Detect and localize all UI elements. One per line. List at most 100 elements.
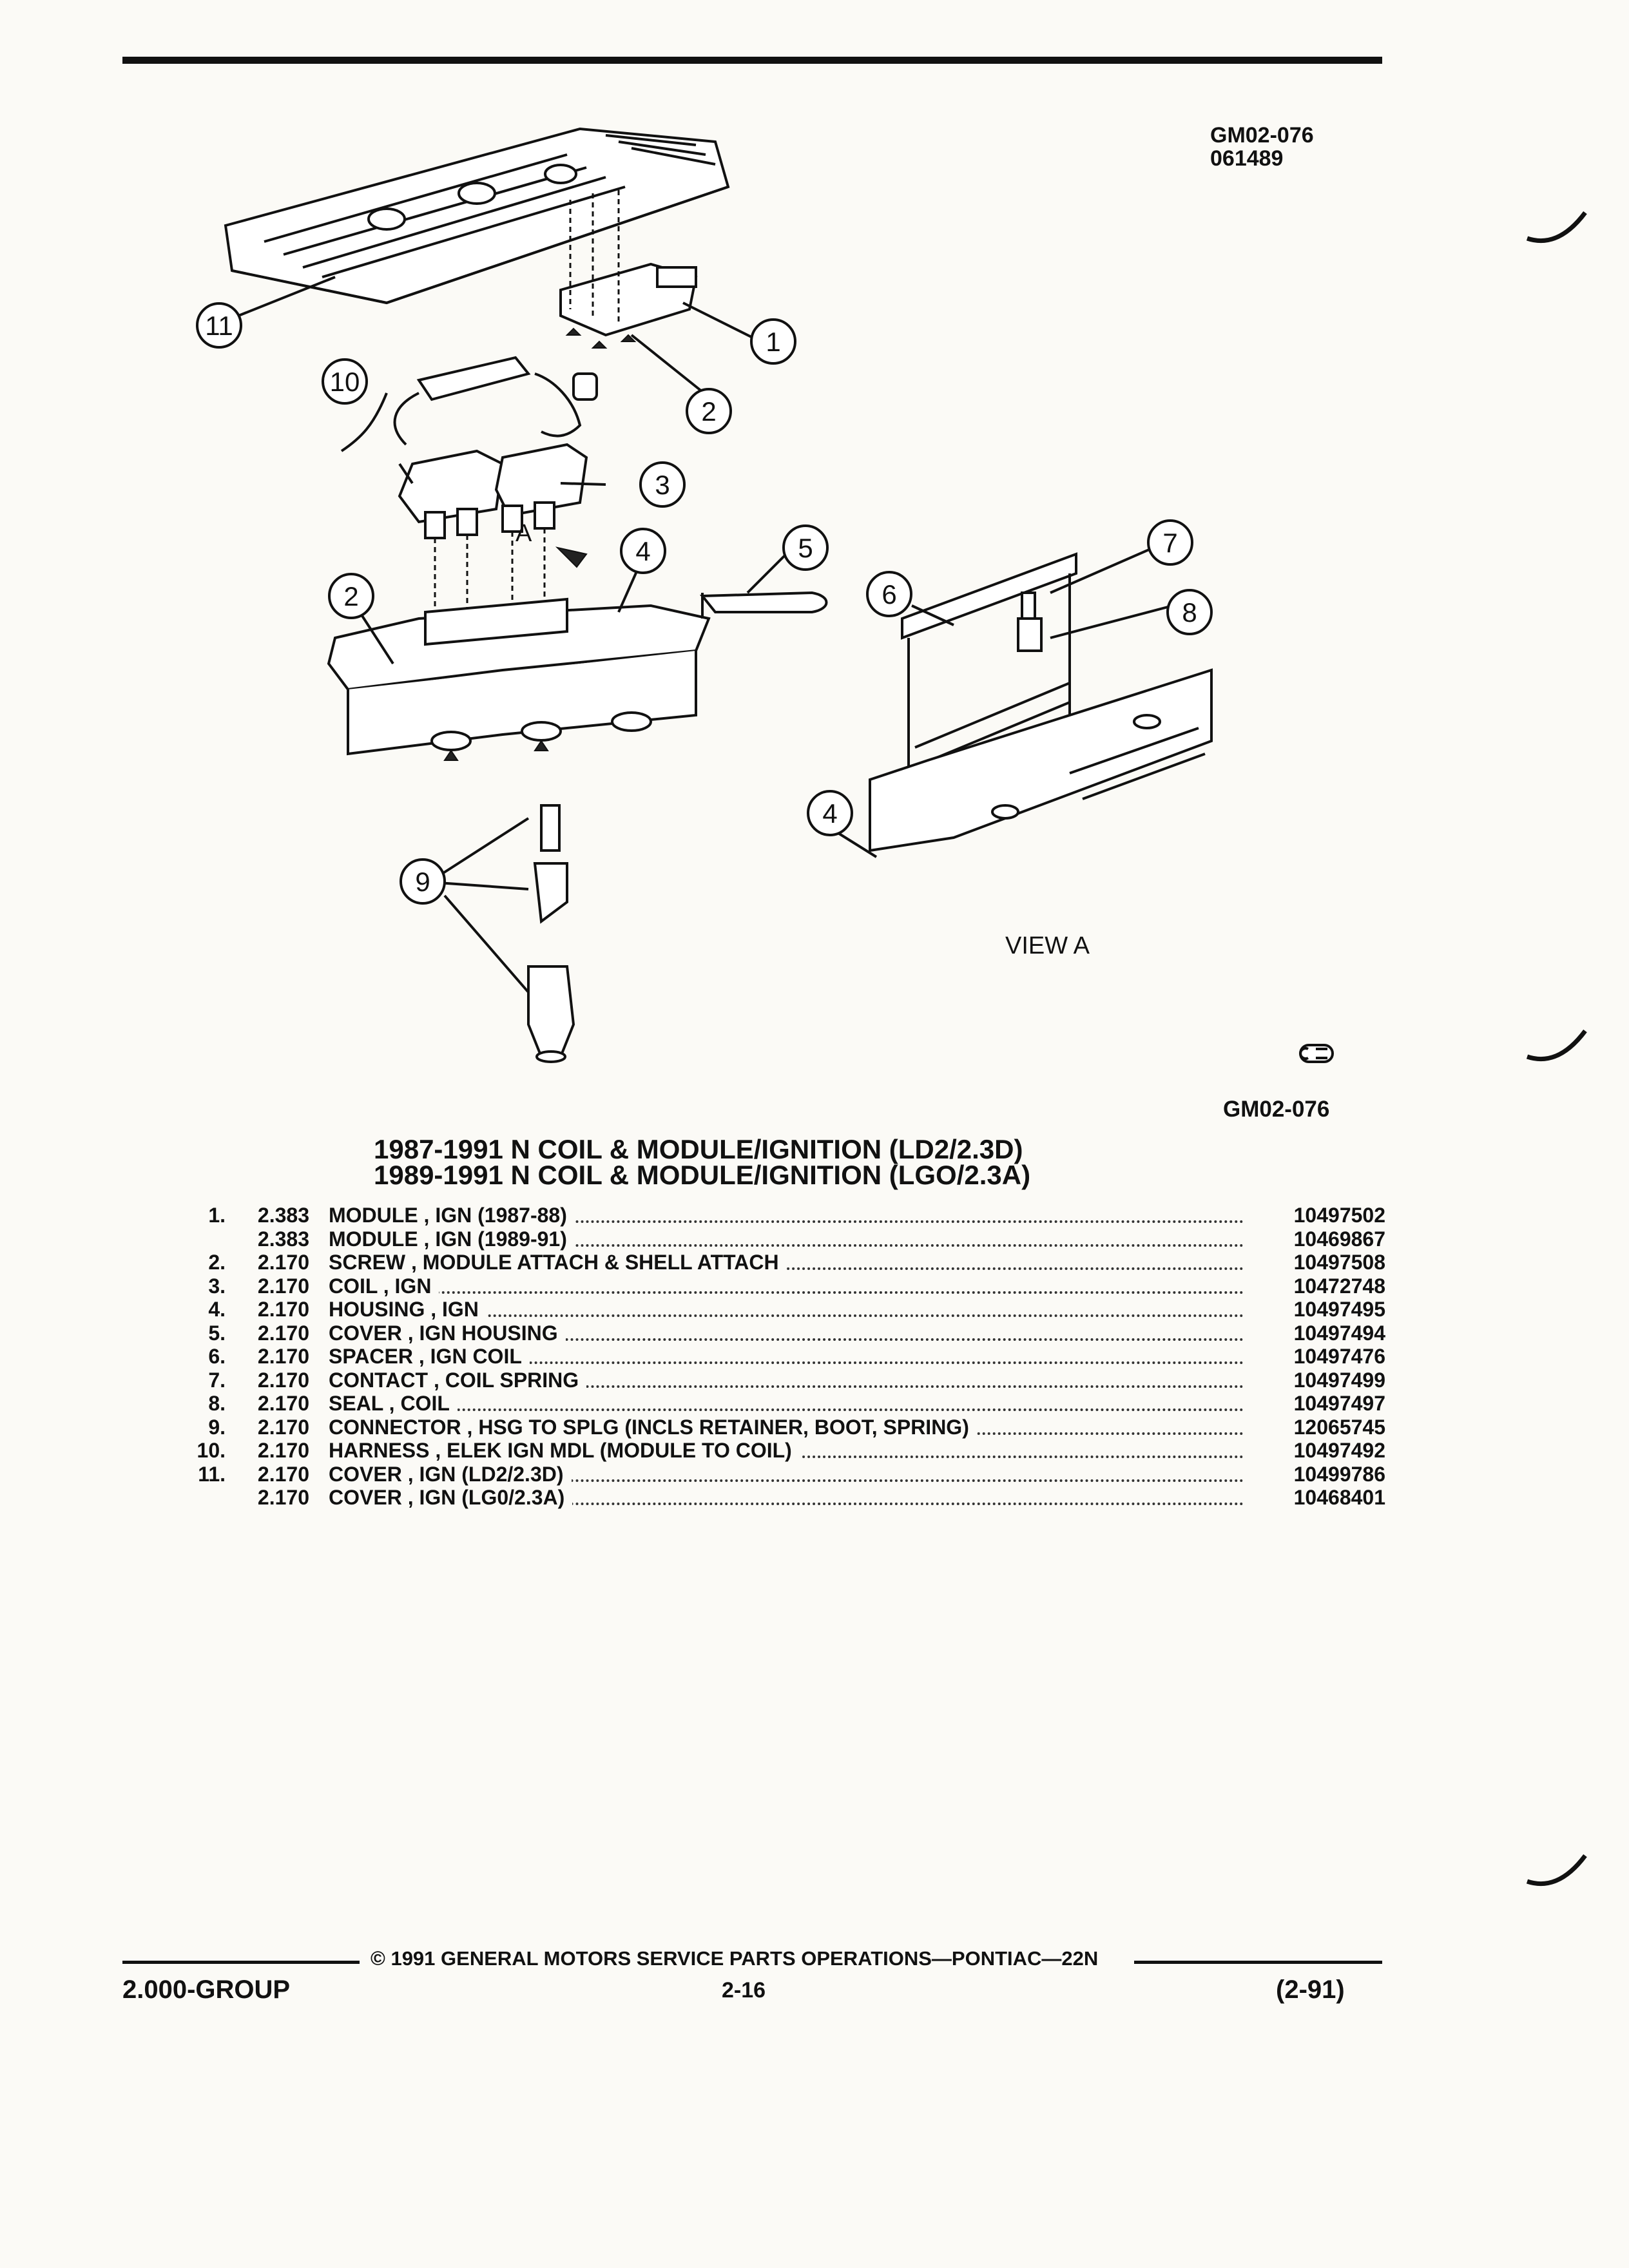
ignition-module-drawing [559,190,698,349]
part-number: 10497494 [1293,1321,1385,1345]
item-number: 6. [208,1345,226,1368]
svg-text:4: 4 [822,798,837,829]
callout-9: 9 [400,858,446,905]
svg-text:2: 2 [343,581,358,611]
part-number: 10497502 [1293,1204,1385,1227]
group-number: 2.170 [257,1251,309,1274]
part-description: COVER , IGN (LD2/2.3D) [329,1462,572,1486]
item-number: 4. [208,1298,226,1321]
top-rule [122,57,1382,64]
footer-rule-right [1134,1961,1382,1964]
parts-row: 2.170 COVER , IGN (LG0/2.3A)10468401 [180,1486,1385,1510]
group-number: 2.383 [257,1204,309,1227]
section-title-2: 1989-1991 N COIL & MODULE/IGNITION (LGO/… [374,1160,1031,1190]
item-number: 7. [208,1368,226,1392]
parts-row: 9.2.170 CONNECTOR , HSG TO SPLG (INCLS R… [180,1415,1385,1439]
ignition-coil-drawing [398,443,588,612]
parts-row: 6. 2.170 SPACER , IGN COIL 10497476 [180,1345,1385,1369]
callout-3: 3 [639,461,686,508]
group-number: 2.170 [257,1298,309,1321]
footer-revision: (2-91) [1276,1975,1345,2004]
parts-list: 1.2.383 MODULE , IGN (1987-88)10497502 2… [180,1204,1385,1510]
section-title-1: 1987-1991 N COIL & MODULE/IGNITION (LD2/… [374,1134,1023,1164]
footer-group: 2.000-GROUP [122,1975,291,2004]
group-number: 2.383 [257,1227,309,1251]
callout-8: 8 [1166,589,1213,635]
callout-7: 7 [1147,519,1193,566]
part-description: SPACER , IGN COIL [329,1345,530,1368]
callout-4-view-a: 4 [807,790,853,836]
part-number: 10497492 [1293,1439,1385,1462]
figure-code-bottom: GM02-076 [1223,1097,1330,1122]
parts-row: 10. 2.170 HARNESS , ELEK IGN MDL (MODULE … [180,1439,1385,1463]
callout-1: 1 [750,318,796,365]
callout-4-housing: 4 [620,528,666,574]
part-number: 10472748 [1293,1274,1385,1298]
group-number: 2.170 [257,1274,309,1298]
callout-2-top: 2 [686,388,732,434]
group-number: 2.170 [257,1321,309,1345]
callout-6: 6 [866,571,912,617]
parts-row: 2. 2.170 SCREW , MODULE ATTACH & SHELL AT… [180,1251,1385,1274]
group-number: 2.170 [257,1345,309,1368]
part-description: COVER , IGN HOUSING [329,1321,566,1345]
housing-cover-drawing [699,591,828,619]
part-description: SEAL , COIL [329,1392,458,1415]
callout-5: 5 [782,524,829,571]
item-number: 5. [208,1321,226,1345]
figure-code-header: GM02-076 061489 [1210,124,1314,170]
svg-text:1: 1 [766,327,780,357]
item-number: 10. [197,1439,226,1462]
binder-mark-icon [1526,1854,1587,1887]
part-description: HOUSING , IGN [329,1298,487,1321]
view-arrow-label: A [516,520,532,547]
svg-text:8: 8 [1182,597,1197,628]
ignition-housing-drawing [327,597,711,761]
binder-mark-icon [1526,211,1587,244]
parts-row: 5. 2.170 COVER , IGN HOUSING 10497494 [180,1321,1385,1345]
figure-date: 061489 [1210,146,1284,171]
binder-mark-icon [1526,1029,1587,1062]
part-description: HARNESS , ELEK IGN MDL (MODULE TO COIL) [329,1439,800,1462]
svg-text:5: 5 [798,533,813,563]
part-description: CONNECTOR , HSG TO SPLG (INCLS RETAINER,… [329,1415,977,1439]
exploded-parts-diagram: VIEW A A 11 1 10 2 3 4 5 2 6 [196,127,1334,1063]
callout-11: 11 [196,302,242,349]
part-number: 10469867 [1293,1227,1385,1251]
part-number: 10497495 [1293,1298,1385,1321]
item-number: 11. [198,1462,226,1486]
figure-code: GM02-076 [1210,123,1314,148]
parts-row: 4. 2.170 HOUSING , IGN 10497495 [180,1298,1385,1321]
part-description: SCREW , MODULE ATTACH & SHELL ATTACH [329,1251,787,1274]
part-description: MODULE , IGN (1989-91) [329,1227,575,1251]
item-number: 1. [208,1204,226,1227]
part-description: COVER , IGN (LG0/2.3A) [329,1486,573,1509]
part-number: 10499786 [1293,1462,1385,1486]
item-number: 8. [208,1392,226,1415]
view-a-inset-drawing: VIEW A A [516,520,1213,959]
group-number: 2.170 [257,1486,309,1509]
item-number: 2. [208,1251,226,1274]
svg-text:6: 6 [882,579,896,610]
callout-10: 10 [322,358,368,405]
group-number: 2.170 [257,1392,309,1415]
group-number: 2.170 [257,1439,309,1462]
spark-plug-connector-drawing [527,804,575,1063]
svg-text:2: 2 [701,396,716,427]
part-number: 10497499 [1293,1368,1385,1392]
view-a-label: VIEW A [1005,932,1090,959]
footer-rule-left [122,1961,360,1964]
parts-row: 11.2.170 COVER , IGN (LD2/2.3D)10499786 [180,1462,1385,1486]
gm-logo-icon [1299,1044,1334,1063]
part-number: 10497476 [1293,1345,1385,1368]
item-number: 9. [208,1415,226,1439]
svg-text:3: 3 [655,470,670,500]
group-number: 2.170 [257,1368,309,1392]
footer-page-number: 2-16 [722,1978,766,2003]
section-titles: 1987-1991 N COIL & MODULE/IGNITION (LD2/… [374,1134,1147,1190]
part-number: 10497508 [1293,1251,1385,1274]
item-number: 3. [208,1274,226,1298]
